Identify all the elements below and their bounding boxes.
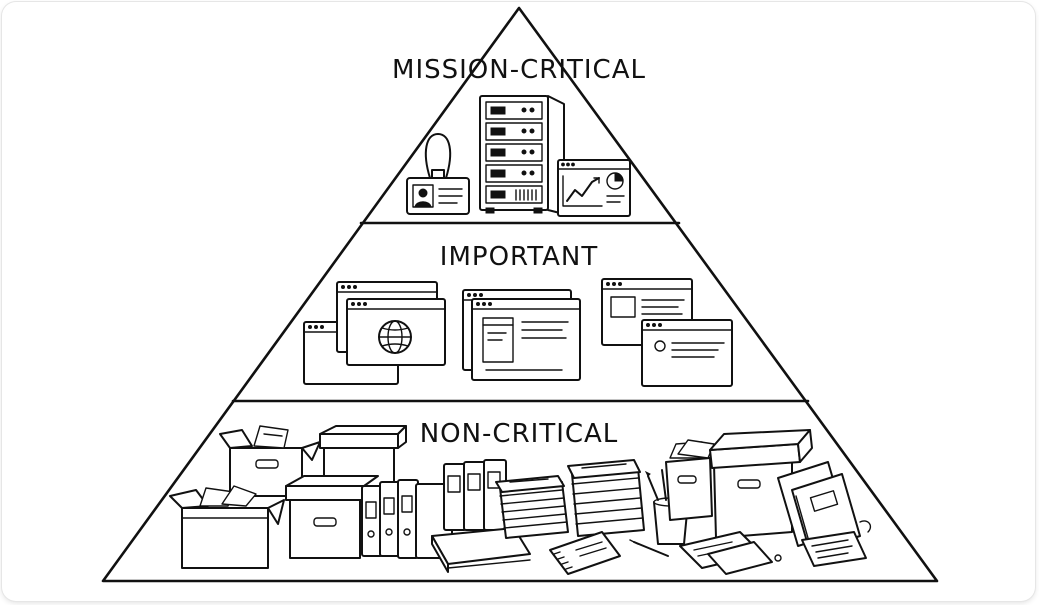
paper-stacks-icon: [495, 459, 645, 539]
tier-label-mission-critical: MISSION-CRITICAL: [392, 55, 646, 85]
server-rack-icon: [479, 95, 565, 215]
loose-papers-icon: [679, 520, 872, 575]
tier-label-non-critical: NON-CRITICAL: [420, 419, 619, 449]
tier-label-important: IMPORTANT: [440, 242, 598, 272]
pyramid-outline: [101, 6, 939, 583]
archive-box-icon: [665, 429, 861, 553]
analytics-dashboard-icon: [557, 159, 631, 217]
notebook-icon: [549, 531, 669, 575]
web-app-windows-icon: [462, 289, 581, 381]
id-badge-icon: [406, 133, 470, 215]
website-windows-icon: [601, 278, 733, 387]
browser-globe-icon: [303, 281, 446, 385]
storage-boxes-icon: [169, 425, 407, 569]
